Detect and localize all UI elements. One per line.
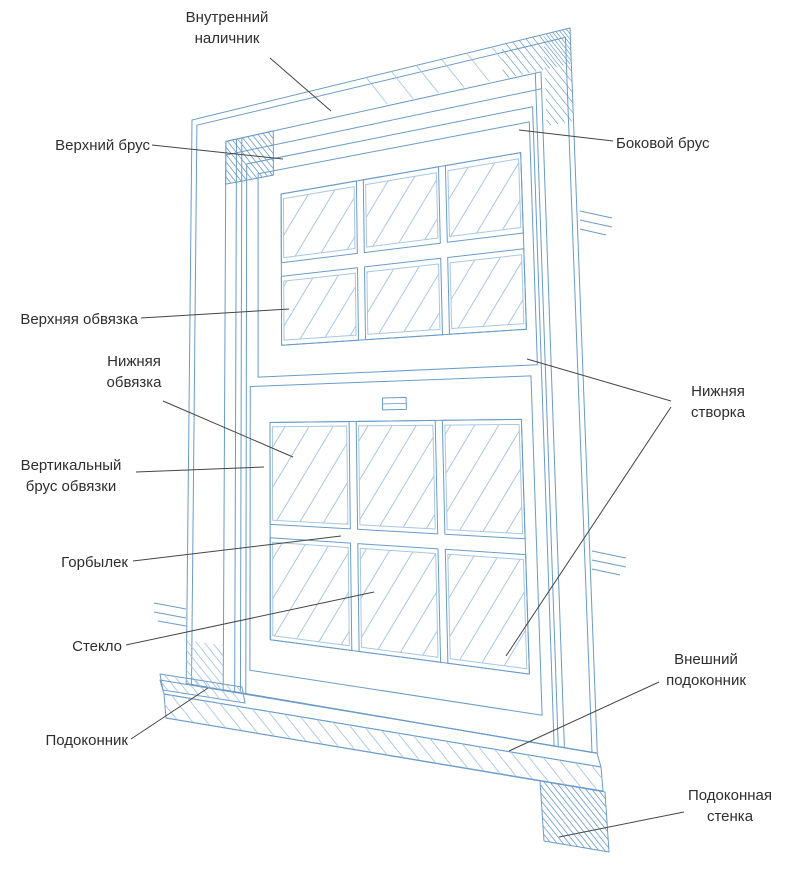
- label-bottom-rail: Нижняя обвязка: [106, 353, 162, 391]
- label-inner-casing: Внутренний наличник: [185, 9, 269, 47]
- label-top-rail: Верхняя обвязка: [20, 311, 138, 328]
- label-top-bar: Верхний брус: [55, 137, 150, 154]
- label-vertical-rail-bar: Вертикальный брус обвязки: [20, 457, 122, 495]
- lower-sash: [249, 375, 543, 716]
- label-lower-sash: Нижняя створка: [690, 383, 746, 421]
- label-windowsill: Подоконник: [45, 732, 128, 749]
- label-side-bar: Боковой брус: [616, 135, 710, 152]
- sill: [159, 673, 610, 853]
- label-outer-windowsill: Внешний подоконник: [666, 651, 746, 689]
- label-sill-wall: Подоконная стенка: [688, 787, 772, 825]
- label-muntin: Горбылек: [61, 554, 128, 571]
- wall-marks: [153, 210, 627, 627]
- leader-lines: [125, 57, 685, 838]
- label-glass: Стекло: [72, 638, 122, 655]
- frame: [225, 73, 559, 747]
- upper-sash: [257, 121, 538, 378]
